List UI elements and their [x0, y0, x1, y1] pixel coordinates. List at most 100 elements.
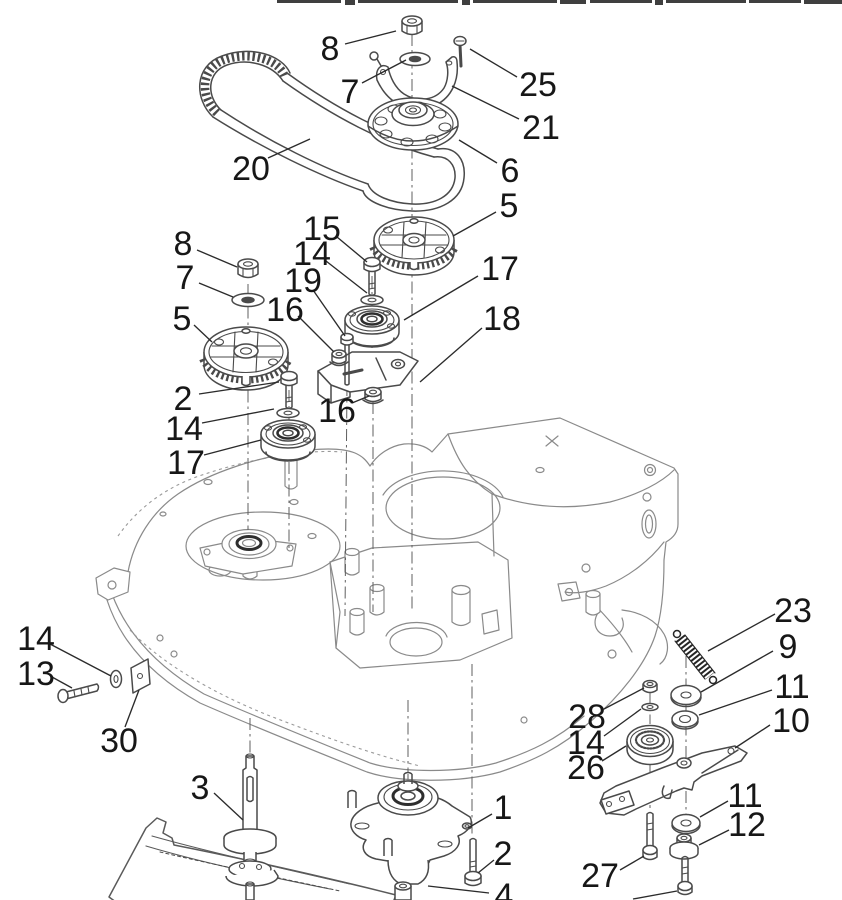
cropped-text-fragment: [590, 0, 652, 3]
leader-line-11: [698, 689, 773, 716]
washer-14-bottom-left: [109, 669, 123, 689]
callout-label-11: 11: [774, 668, 809, 706]
deck-bottom-edge: [106, 559, 665, 781]
deck-top-rim: [117, 450, 343, 537]
leader-line-30: [124, 689, 140, 728]
idler-arm-10: [599, 745, 748, 816]
callout-label-6: 6: [501, 152, 520, 190]
leader-line-12: [698, 829, 730, 846]
callout-label-12: 12: [728, 806, 766, 844]
flange-nut-16-lower: [362, 386, 384, 405]
deck-left-spindle-recess: [185, 511, 341, 581]
leader-line-6: [458, 139, 498, 164]
locknut-28: [642, 679, 658, 694]
callout-label-2: 2: [494, 835, 513, 873]
bearing-housing-17-left: [260, 419, 316, 462]
leader-line-15: [336, 236, 368, 263]
leader-line-4: [427, 885, 490, 894]
callout-label-10: 10: [772, 702, 810, 740]
bolt-2-bottom: [464, 837, 482, 887]
washer-11-lower: [671, 813, 701, 835]
screw-25: [453, 35, 467, 68]
cropped-text-fragment: [462, 0, 470, 5]
washer-14-left: [276, 407, 300, 419]
bolt-13: [57, 683, 100, 704]
idler-pulley-26: [626, 724, 674, 766]
callout-label-14: 14: [293, 235, 331, 273]
leader-line-17: [403, 275, 479, 321]
callout-label-7: 7: [176, 259, 195, 297]
cup-washer-7-top: [399, 51, 431, 67]
callout-label-2: 2: [174, 380, 193, 418]
leader-line-23: [707, 613, 776, 652]
callout-label-15: 15: [303, 210, 341, 248]
callout-label-17: 17: [481, 250, 519, 288]
callout-label-18: 18: [483, 300, 521, 338]
timing-pulley-5-left: [199, 326, 293, 391]
cropped-text-fragment: [749, 0, 801, 3]
drive-belt-20: [199, 50, 465, 212]
leader-line-25: [469, 48, 518, 78]
leader-line-21: [451, 85, 520, 120]
leader-line-2: [477, 859, 495, 874]
cropped-text-fragment: [473, 0, 557, 3]
deck-left-tab: [95, 567, 131, 601]
leader-line-16: [351, 395, 370, 404]
leader-lines: [49, 30, 776, 900]
callout-label-28: 28: [568, 698, 606, 736]
callout-label-9: 9: [779, 628, 798, 666]
callout-label-3: 3: [191, 769, 210, 807]
callout-label-19: 19: [284, 262, 322, 300]
callout-label-26: 26: [567, 749, 605, 787]
bolt-bottom-right: [677, 855, 693, 896]
cropped-text-fragment: [804, 0, 842, 4]
hub-pulley-6: [367, 97, 459, 151]
callout-label-27: 27: [581, 857, 619, 895]
leader-line-3: [213, 792, 244, 821]
deck-left-bearing-mount: [199, 528, 297, 575]
callout-label-16: 16: [318, 392, 356, 430]
leader-line-1: [467, 813, 493, 829]
deck-outline: [127, 417, 679, 573]
washer-9: [670, 684, 702, 708]
callout-label-14: 14: [567, 724, 605, 762]
leader-line-18: [419, 327, 483, 383]
blade-mount-flange: [225, 860, 279, 900]
bolt-15: [363, 256, 381, 297]
callout-label-23: 23: [774, 592, 812, 630]
timing-pulley-5-top: [369, 216, 459, 276]
leader-line-16: [297, 315, 335, 353]
deck-center-opening: [385, 476, 501, 540]
leader-line-14: [201, 408, 275, 424]
leader-line-13: [51, 676, 73, 689]
cropped-text-fragment: [358, 0, 458, 3]
callout-label-5: 5: [500, 187, 519, 225]
callout-label-7: 7: [341, 73, 360, 111]
partial-leader-line: [632, 890, 678, 900]
leader-line-2: [198, 381, 280, 395]
leader-line-14: [603, 708, 642, 737]
leader-line-28: [603, 687, 645, 710]
flange-nut-16-upper: [329, 349, 349, 367]
callout-label-14: 14: [17, 620, 55, 658]
spacer-12: [669, 833, 699, 860]
leader-line-20: [267, 138, 311, 159]
plate-30: [130, 658, 151, 694]
callout-label-4: 4: [495, 877, 514, 900]
locknut-8-top: [401, 15, 423, 36]
cropped-text-fragment: [345, 0, 355, 5]
callout-label-30: 30: [100, 722, 138, 760]
leader-line-27: [619, 855, 645, 871]
washer-14-right: [641, 702, 659, 712]
spacer-bushing-4: [394, 881, 412, 900]
deck-center-platform: [329, 541, 513, 669]
cropped-top-artifact: [277, 0, 842, 5]
callout-label-17: 17: [167, 444, 205, 482]
locknut-8-left: [237, 258, 259, 279]
leader-line-11: [699, 800, 729, 818]
callout-label-21: 21: [522, 109, 560, 147]
leader-line-7: [198, 282, 234, 298]
leader-line-14: [49, 643, 112, 677]
